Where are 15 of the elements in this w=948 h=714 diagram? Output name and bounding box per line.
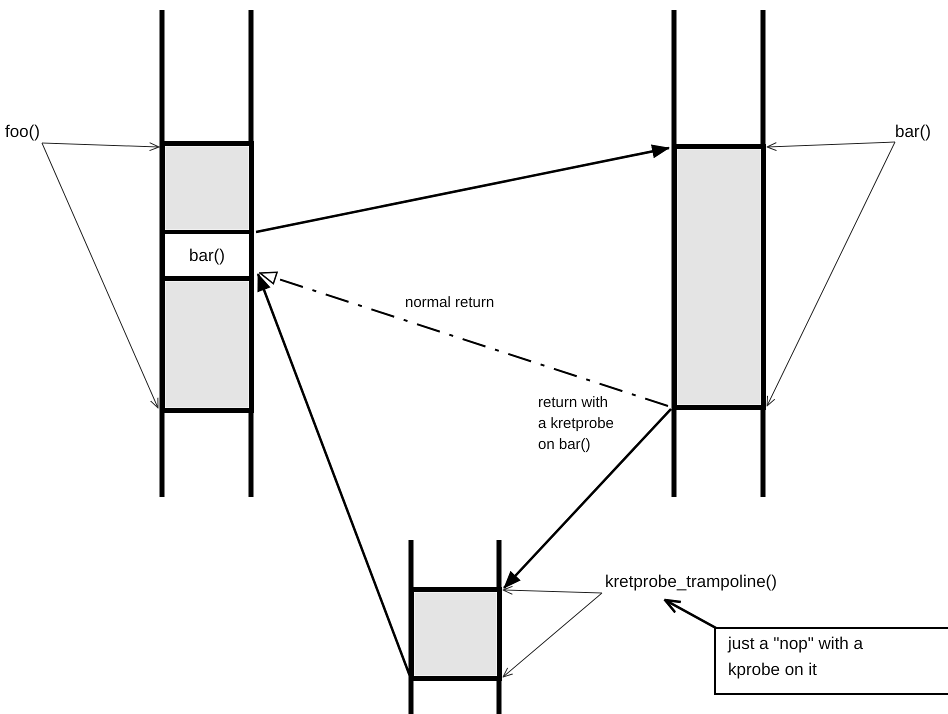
leader-line — [41, 142, 158, 408]
leader-line — [502, 586, 602, 595]
arrow — [503, 408, 672, 589]
leader-line — [41, 142, 160, 152]
arrow — [259, 272, 668, 407]
function-label: kretprobe_trampoline() — [605, 572, 777, 592]
frame-label: bar() — [189, 246, 225, 266]
function-label: bar() — [895, 122, 931, 142]
leader-line — [766, 142, 896, 152]
arrow — [664, 598, 717, 630]
leader-line — [502, 592, 602, 678]
note-box: just a "nop" with a kprobe on it — [714, 627, 948, 695]
arrow — [256, 144, 670, 234]
function-label: foo() — [5, 122, 40, 142]
leader-line — [766, 142, 896, 406]
